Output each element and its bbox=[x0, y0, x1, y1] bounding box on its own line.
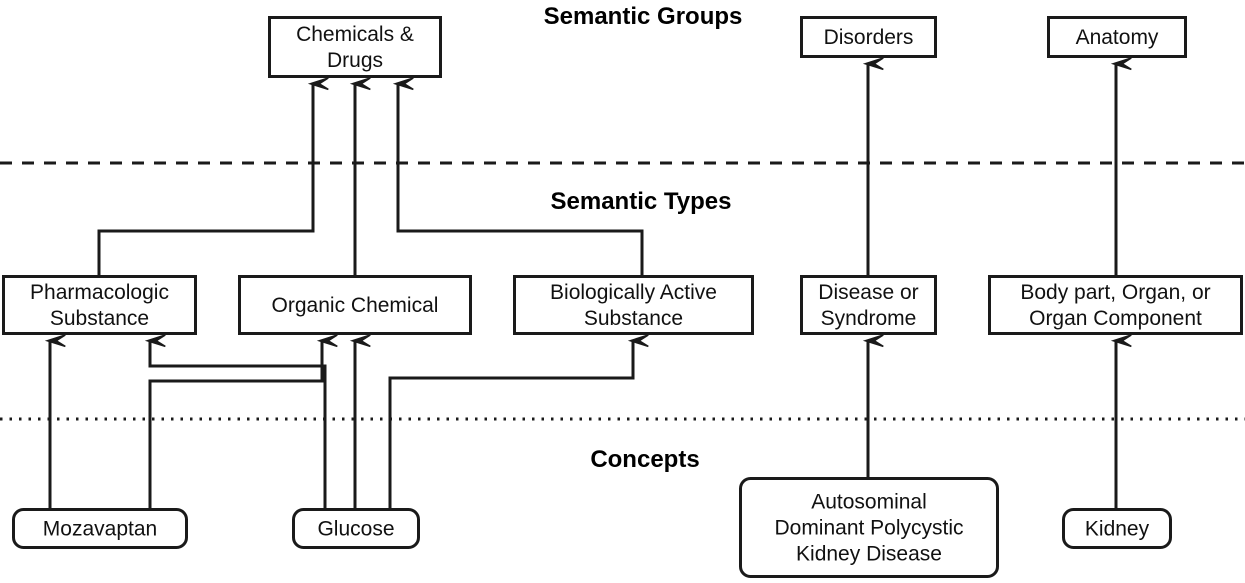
layer-nodes: Chemicals &Drugs Disorders AnatomyPharmaco… bbox=[2, 16, 1243, 578]
band-title-semantic-groups: Semantic Groups bbox=[544, 3, 743, 30]
edge-biologically-active-substance-to-chemicals-and-drugs bbox=[392, 77, 644, 275]
node-glucose[interactable]: Glucose bbox=[292, 508, 420, 549]
node-box-autosominal-dominant-polycystic-kidney-disease bbox=[739, 477, 999, 578]
node-label-disorders: Disorders bbox=[824, 26, 914, 49]
edge-pharmacologic-substance-to-chemicals-and-drugs bbox=[97, 77, 329, 275]
edge-glucose-to-pharmacologic-substance bbox=[144, 334, 327, 508]
node-label-organic-chemical: Organic Chemical bbox=[272, 294, 439, 317]
layer-edges bbox=[44, 57, 1132, 508]
edge-mozavaptan-to-organic-chemical bbox=[148, 334, 338, 508]
node-label-anatomy: Anatomy bbox=[1076, 26, 1159, 49]
node-box-pharmacologic-substance bbox=[2, 275, 197, 335]
band-title-semantic-types: Semantic Types bbox=[551, 188, 732, 215]
node-box-kidney bbox=[1062, 508, 1172, 549]
node-box-anatomy bbox=[1047, 16, 1187, 58]
node-anatomy[interactable]: Anatomy bbox=[1047, 16, 1187, 58]
node-box-body-part-organ-or-organ-component bbox=[988, 275, 1243, 335]
node-box-disease-or-syndrome bbox=[800, 275, 937, 335]
node-box-biologically-active-substance bbox=[513, 275, 754, 335]
band-title-concepts: Concepts bbox=[590, 446, 699, 473]
node-chemicals-and-drugs[interactable]: Chemicals &Drugs bbox=[268, 16, 442, 78]
node-label-mozavaptan: Mozavaptan bbox=[43, 518, 157, 541]
node-label-chemicals-and-drugs: Chemicals &Drugs bbox=[296, 23, 414, 72]
node-mozavaptan[interactable]: Mozavaptan bbox=[12, 508, 188, 549]
node-box-glucose bbox=[292, 508, 420, 549]
node-box-organic-chemical bbox=[238, 275, 472, 335]
node-box-disorders bbox=[800, 16, 937, 58]
edge-glucose-to-biologically-active-substance bbox=[388, 334, 649, 508]
node-box-mozavaptan bbox=[12, 508, 188, 549]
node-label-kidney: Kidney bbox=[1085, 518, 1150, 541]
node-label-glucose: Glucose bbox=[317, 518, 394, 541]
node-organic-chemical[interactable]: Organic Chemical bbox=[238, 275, 472, 335]
node-box-chemicals-and-drugs bbox=[268, 16, 442, 78]
layer-separators bbox=[0, 161, 1245, 421]
node-kidney[interactable]: Kidney bbox=[1062, 508, 1172, 549]
node-disorders[interactable]: Disorders bbox=[800, 16, 937, 58]
